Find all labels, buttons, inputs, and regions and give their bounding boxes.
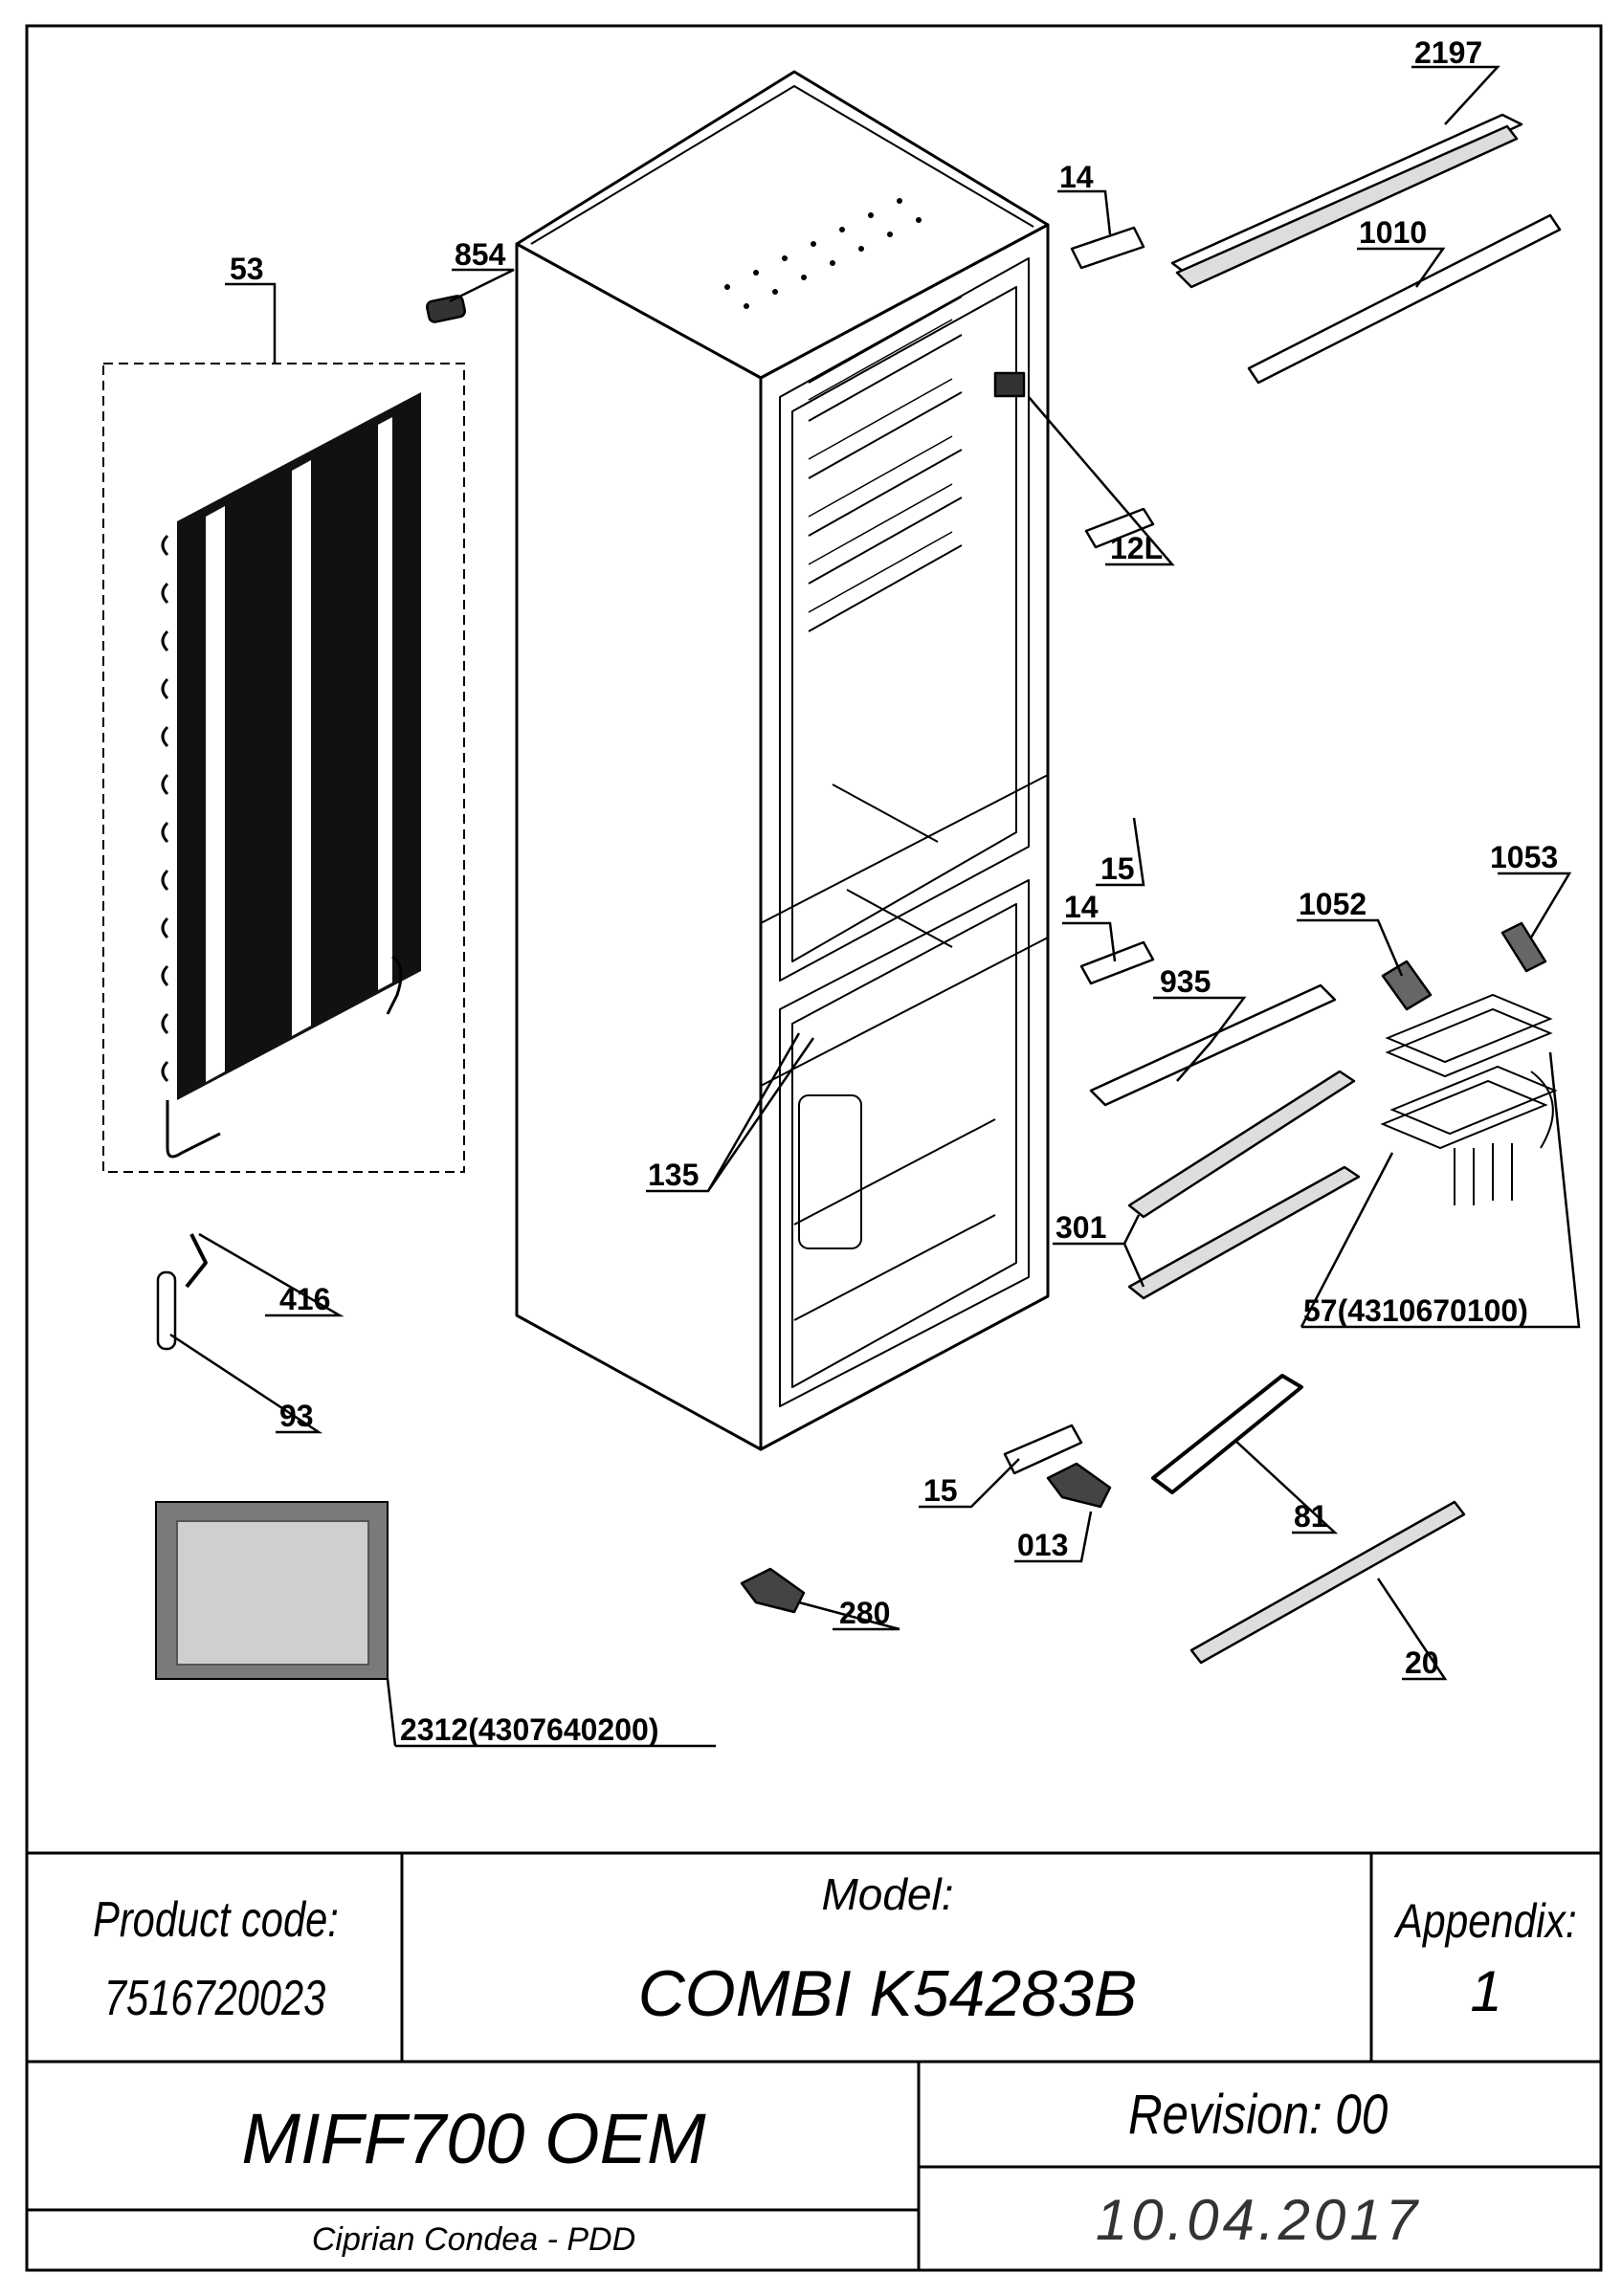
leader-lines [169, 65, 1581, 1748]
label-2197: 2197 [1414, 35, 1482, 70]
label-53: 53 [230, 252, 264, 286]
product-name: MIFF700 OEM [241, 2098, 706, 2178]
label-57: 57(4310670100) [1303, 1293, 1528, 1328]
author-cell: Ciprian Condea - PDD [38, 2212, 909, 2267]
name-cell: MIFF700 OEM [38, 2071, 909, 2205]
label-935: 935 [1160, 964, 1211, 999]
label-135: 135 [648, 1158, 699, 1192]
product-code-label: Product code: [92, 1891, 339, 1948]
label-81: 81 [1294, 1499, 1328, 1534]
top-holes [724, 198, 922, 309]
label-14-top: 14 [1059, 160, 1094, 194]
label-013: 013 [1017, 1528, 1068, 1562]
label-280: 280 [839, 1596, 890, 1630]
label-1010: 1010 [1359, 215, 1427, 250]
heater-part [1380, 993, 1558, 1205]
label-20: 20 [1405, 1645, 1439, 1680]
date-cell: 10.04.2017 [923, 2172, 1593, 2267]
appendix-cell: Appendix: 1 [1376, 1866, 1596, 2052]
date: 10.04.2017 [1095, 2187, 1422, 2252]
model-cell: Model: COMBI K54283B [411, 1861, 1364, 2057]
label-14-mid: 14 [1064, 890, 1099, 924]
label-301: 301 [1055, 1210, 1106, 1245]
cabinet-body [515, 70, 1050, 1451]
label-12L: 12L [1110, 531, 1163, 565]
appendix-value: 1 [1470, 1959, 1502, 2023]
appendix-label: Appendix: [1395, 1894, 1577, 1948]
small-parts [156, 113, 1562, 1665]
revision-cell: Revision: 00 [923, 2066, 1593, 2162]
model-value: COMBI K54283B [637, 1957, 1138, 2030]
label-854: 854 [455, 237, 506, 272]
label-1053: 1053 [1490, 840, 1558, 874]
condenser-part [102, 363, 465, 1173]
label-416: 416 [279, 1282, 330, 1316]
label-1052: 1052 [1299, 887, 1366, 921]
product-code-value: 7516720023 [104, 1970, 326, 2026]
label-15-low: 15 [923, 1473, 958, 1508]
label-2312: 2312(4307640200) [400, 1712, 658, 1747]
label-15-mid: 15 [1100, 851, 1135, 886]
sheet-border [25, 24, 1603, 2272]
part-labels: 2197 14 1010 854 53 12L 15 14 1053 1052 … [230, 35, 1558, 1747]
revision: Revision: 00 [1128, 2083, 1389, 2146]
product-code-cell: Product code: 7516720023 [38, 1866, 392, 2052]
title-block-grid [27, 1851, 1601, 2270]
accessory-bag-contents [176, 1520, 369, 1666]
model-label: Model: [821, 1869, 954, 1919]
label-93: 93 [279, 1399, 314, 1433]
author: Ciprian Condea - PDD [311, 2220, 636, 2258]
